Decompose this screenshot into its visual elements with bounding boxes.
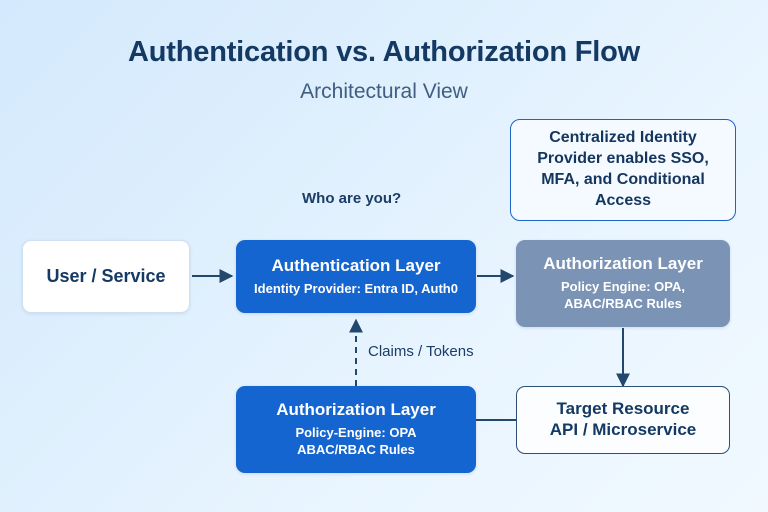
node-authorization-layer-bottom[interactable]: Authorization Layer Policy-Engine: OPA A… [236, 386, 476, 473]
page-subtitle: Architectural View [300, 80, 468, 103]
node-authorization-layer-top-title: Authorization Layer [543, 254, 703, 274]
edge-label-claims-tokens: Claims / Tokens [368, 343, 474, 360]
node-user-service-title: User / Service [46, 265, 166, 286]
edge-label-who-are-you: Who are you? [302, 190, 402, 207]
node-authentication-layer-title: Authentication Layer [271, 256, 441, 276]
node-user-service[interactable]: User / Service [22, 240, 190, 313]
node-callout-text: Centralized Identity Provider enables SS… [537, 129, 709, 209]
node-authentication-layer-subtitle: Identity Provider: Entra ID, Auth0 [254, 280, 458, 296]
node-target-resource-title-line1: Target Resource [556, 399, 690, 419]
node-callout-centralized-identity[interactable]: Centralized Identity Provider enables SS… [510, 119, 736, 221]
node-authorization-layer-top[interactable]: Authorization Layer Policy Engine: OPA, … [516, 240, 730, 327]
node-target-resource-title-line2: API / Microservice [549, 420, 697, 439]
node-authorization-layer-bottom-subtitle: Policy-Engine: OPA ABAC/RBAC Rules [295, 425, 417, 458]
node-target-resource[interactable]: Target Resource API / Microservice [516, 386, 730, 454]
node-authentication-layer[interactable]: Authentication Layer Identity Provider: … [236, 240, 476, 313]
node-authorization-layer-top-subtitle: Policy Engine: OPA, ABAC/RBAC Rules [560, 279, 685, 312]
node-authorization-layer-bottom-title: Authorization Layer [276, 400, 436, 420]
page-title: Authentication vs. Authorization Flow [128, 36, 640, 68]
